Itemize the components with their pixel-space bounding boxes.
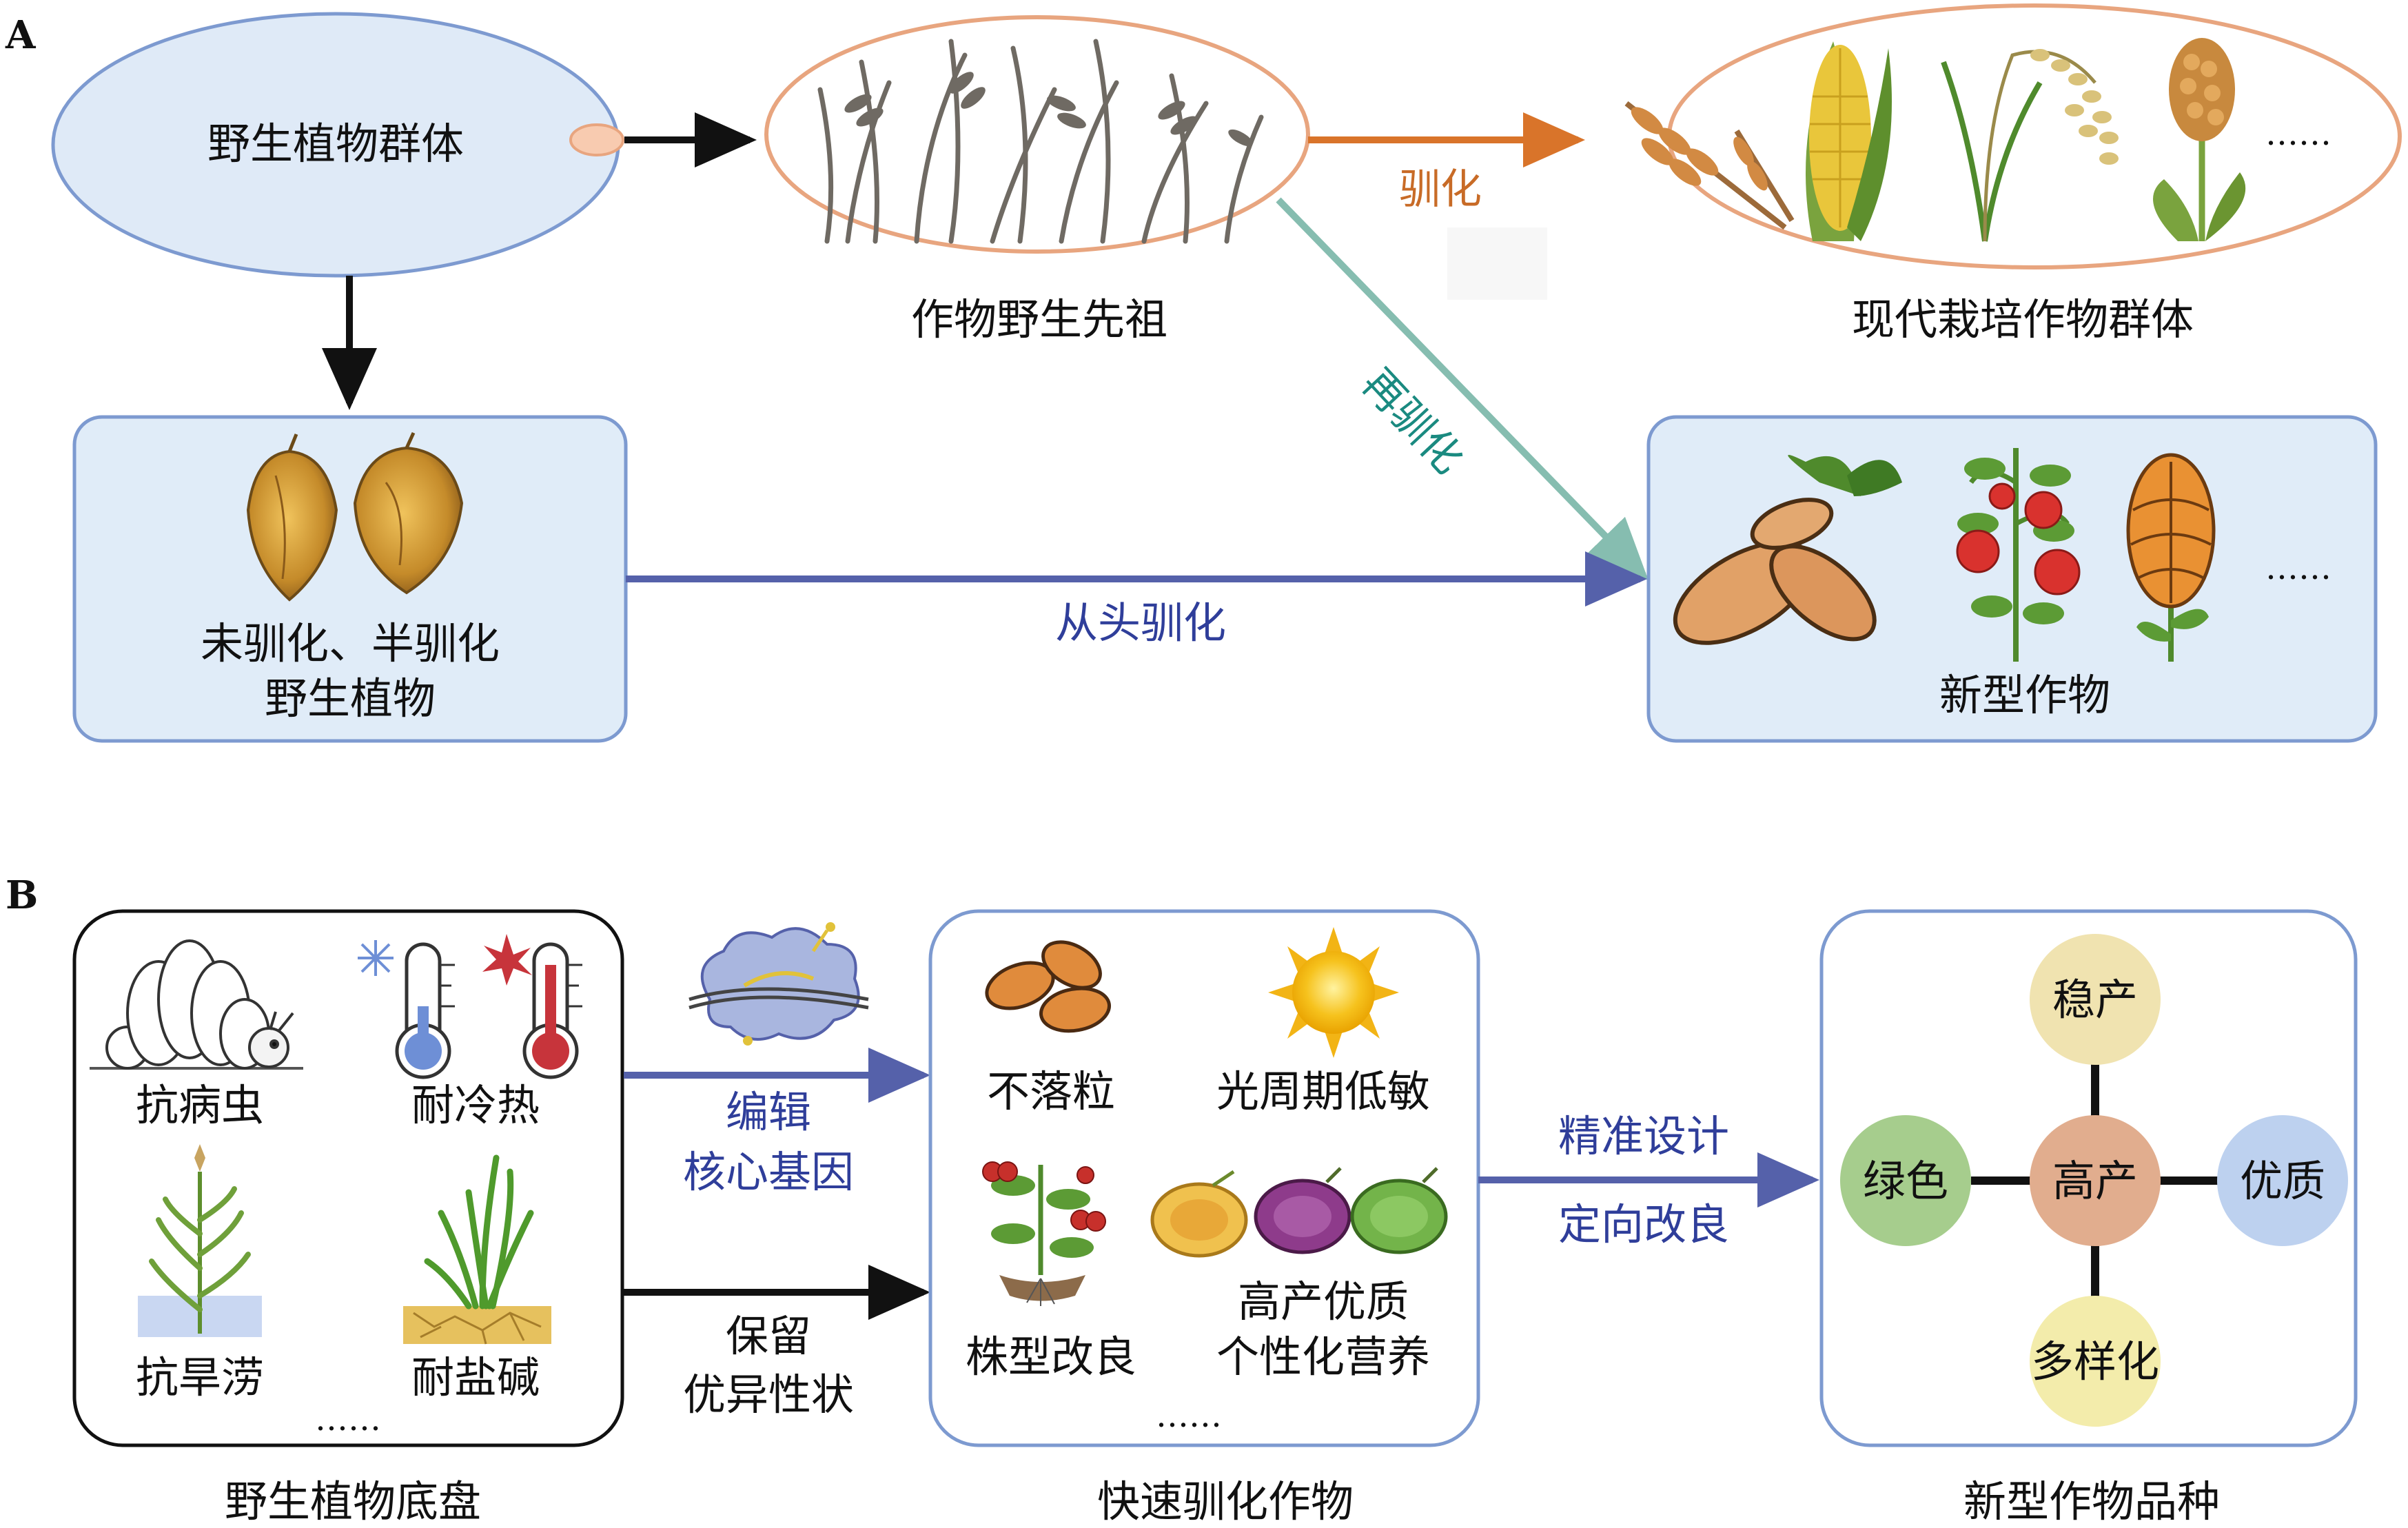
trait-salt: 耐盐碱 xyxy=(411,1352,540,1403)
panel-b-label: B xyxy=(6,873,38,918)
grass-salt-icon xyxy=(403,1154,551,1345)
potted-tomato-icon xyxy=(982,1161,1106,1306)
traits-ellipsis: …… xyxy=(315,1400,381,1438)
fast-quality-2: 个性化营养 xyxy=(1216,1332,1430,1382)
goal-right: 优质 xyxy=(2217,1115,2348,1246)
design-label-1: 精准设计 xyxy=(1558,1111,1729,1161)
de-novo-label: 从头驯化 xyxy=(1055,598,1226,648)
trait-drought: 抗旱涝 xyxy=(136,1352,264,1403)
fast-ellipsis: …… xyxy=(1156,1396,1222,1435)
heat-burst-icon xyxy=(482,934,532,986)
new-crops-ellipsis: …… xyxy=(2265,549,2332,587)
goal-left-label: 绿色 xyxy=(1863,1156,1948,1206)
goal-right-label: 优质 xyxy=(2240,1156,2325,1206)
fast-domestication-label: 快速驯化作物 xyxy=(1097,1476,1354,1527)
undomesticated-box: 未驯化、半驯化 野生植物 xyxy=(72,415,628,743)
arrow-redomestication xyxy=(1276,197,1649,581)
panel-a-label: A xyxy=(5,12,37,58)
modern-crops-label: 现代栽培作物群体 xyxy=(1852,294,2194,345)
fruit-cross-sections-icon xyxy=(1150,1167,1448,1258)
modern-crops-node: …… 现代栽培作物群体 xyxy=(1624,3,2402,345)
new-variety-label: 新型作物品种 xyxy=(1963,1476,2220,1527)
design-label-2: 定向改良 xyxy=(1558,1199,1729,1250)
goal-bottom-label: 多样化 xyxy=(2031,1336,2159,1387)
blank-patch xyxy=(1447,227,1547,300)
trait-temp: 耐冷热 xyxy=(411,1080,540,1130)
sweet-potato-icon xyxy=(1673,455,1902,645)
seeds-icon xyxy=(985,940,1112,1033)
hot-thermometer-icon xyxy=(482,934,582,1079)
snowflake-icon xyxy=(358,940,394,976)
edit-label-2: 核心基因 xyxy=(683,1147,854,1197)
fast-nonshatter: 不落粒 xyxy=(987,1066,1115,1117)
wild-chassis-box: 抗病虫 耐冷热 抗旱涝 耐盐碱 …… xyxy=(72,909,624,1447)
new-variety-box: 稳产 绿色 高产 优质 多样化 xyxy=(1819,909,2358,1447)
sun-icon xyxy=(1268,927,1399,1058)
keep-label-2: 优异性状 xyxy=(683,1369,854,1420)
crops-ellipsis: …… xyxy=(2265,114,2332,153)
population-bud-icon xyxy=(569,123,624,156)
tomato-plant-icon xyxy=(1956,448,2081,662)
rice-icon xyxy=(1941,49,2119,242)
undomesticated-label-2: 野生植物 xyxy=(265,673,436,724)
edit-label-1: 编辑 xyxy=(726,1087,811,1137)
wild-ancestor-node: 作物野生先祖 xyxy=(764,15,1310,345)
corn-icon xyxy=(1806,41,1892,241)
goal-connectors xyxy=(1971,1061,2219,1303)
caterpillar-icon xyxy=(90,939,303,1070)
physalis-icon xyxy=(246,431,464,602)
fast-quality-1: 高产优质 xyxy=(1238,1276,1409,1327)
wild-chassis-label: 野生植物底盘 xyxy=(225,1476,481,1527)
sorghum-icon xyxy=(2153,38,2246,241)
wild-population-label: 野生植物群体 xyxy=(207,119,464,169)
goal-center: 高产 xyxy=(2030,1115,2161,1246)
trait-pest: 抗病虫 xyxy=(136,1080,264,1130)
wheat-icon xyxy=(1624,101,1795,230)
quinoa-icon xyxy=(2126,453,2216,662)
wild-ancestor-label: 作物野生先祖 xyxy=(911,294,1167,345)
corn-water-icon xyxy=(138,1144,262,1337)
goal-left: 绿色 xyxy=(1840,1115,1971,1246)
goal-top-label: 稳产 xyxy=(2052,975,2138,1025)
fast-photoperiod: 光周期低敏 xyxy=(1216,1066,1430,1117)
fast-architecture: 株型改良 xyxy=(966,1332,1136,1382)
cold-thermometer-icon xyxy=(358,940,455,1079)
goal-center-label: 高产 xyxy=(2052,1156,2138,1206)
goal-bottom: 多样化 xyxy=(2030,1296,2161,1427)
gene-editing-icon xyxy=(688,922,869,1046)
fast-domestication-box: 不落粒 光周期低敏 xyxy=(928,909,1480,1447)
domestication-label: 驯化 xyxy=(1399,165,1482,214)
keep-label-1: 保留 xyxy=(726,1311,811,1361)
wild-population-node: 野生植物群体 xyxy=(51,12,624,278)
undomesticated-label-1: 未驯化、半驯化 xyxy=(201,618,500,669)
goal-top: 稳产 xyxy=(2030,934,2161,1065)
grain-heads-icon xyxy=(844,72,1253,147)
new-crops-box: …… 新型作物 xyxy=(1646,415,2378,743)
new-crops-label: 新型作物 xyxy=(1939,670,2110,720)
